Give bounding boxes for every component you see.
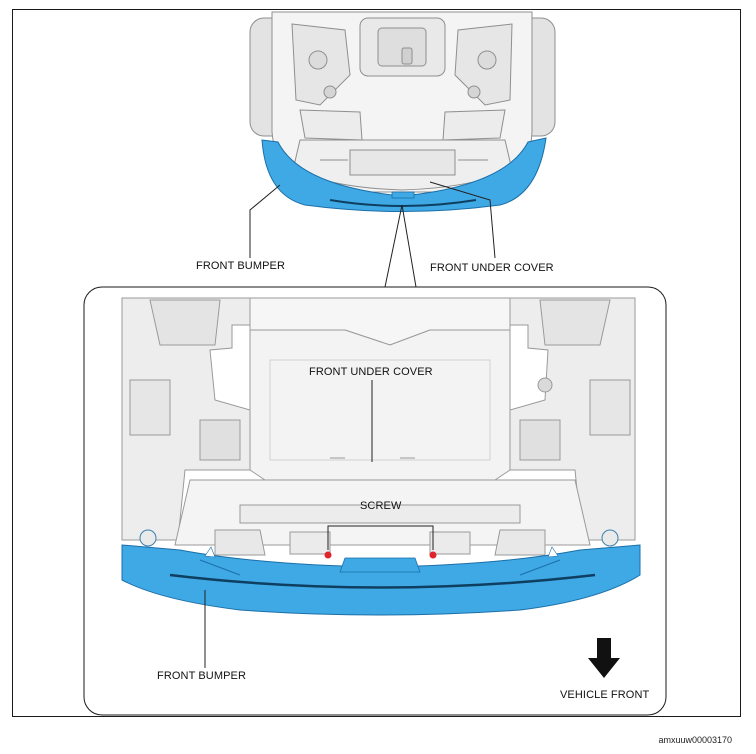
figure-frame — [12, 9, 741, 717]
front-bumper-detail — [121, 544, 641, 616]
figure-id: amxuuw00003170 — [658, 735, 732, 745]
label-front-bumper-top: FRONT BUMPER — [196, 260, 286, 272]
vehicle-underside-overview — [249, 11, 556, 193]
label-screw: SCREW — [360, 500, 402, 512]
label-vehicle-front: VEHICLE FRONT — [560, 689, 650, 701]
zoom-connectors — [384, 204, 417, 288]
overview-leaders — [249, 181, 496, 259]
screw-left — [324, 551, 332, 559]
label-front-bumper-detail: FRONT BUMPER — [157, 670, 247, 682]
detail-leaders — [204, 380, 434, 668]
arrow-down-icon — [588, 638, 620, 678]
detail-vehicle-underside — [121, 297, 636, 556]
label-front-under-cover-detail: FRONT UNDER COVER — [309, 366, 433, 378]
label-front-under-cover-top: FRONT UNDER COVER — [430, 262, 554, 274]
screw-right — [429, 551, 437, 559]
